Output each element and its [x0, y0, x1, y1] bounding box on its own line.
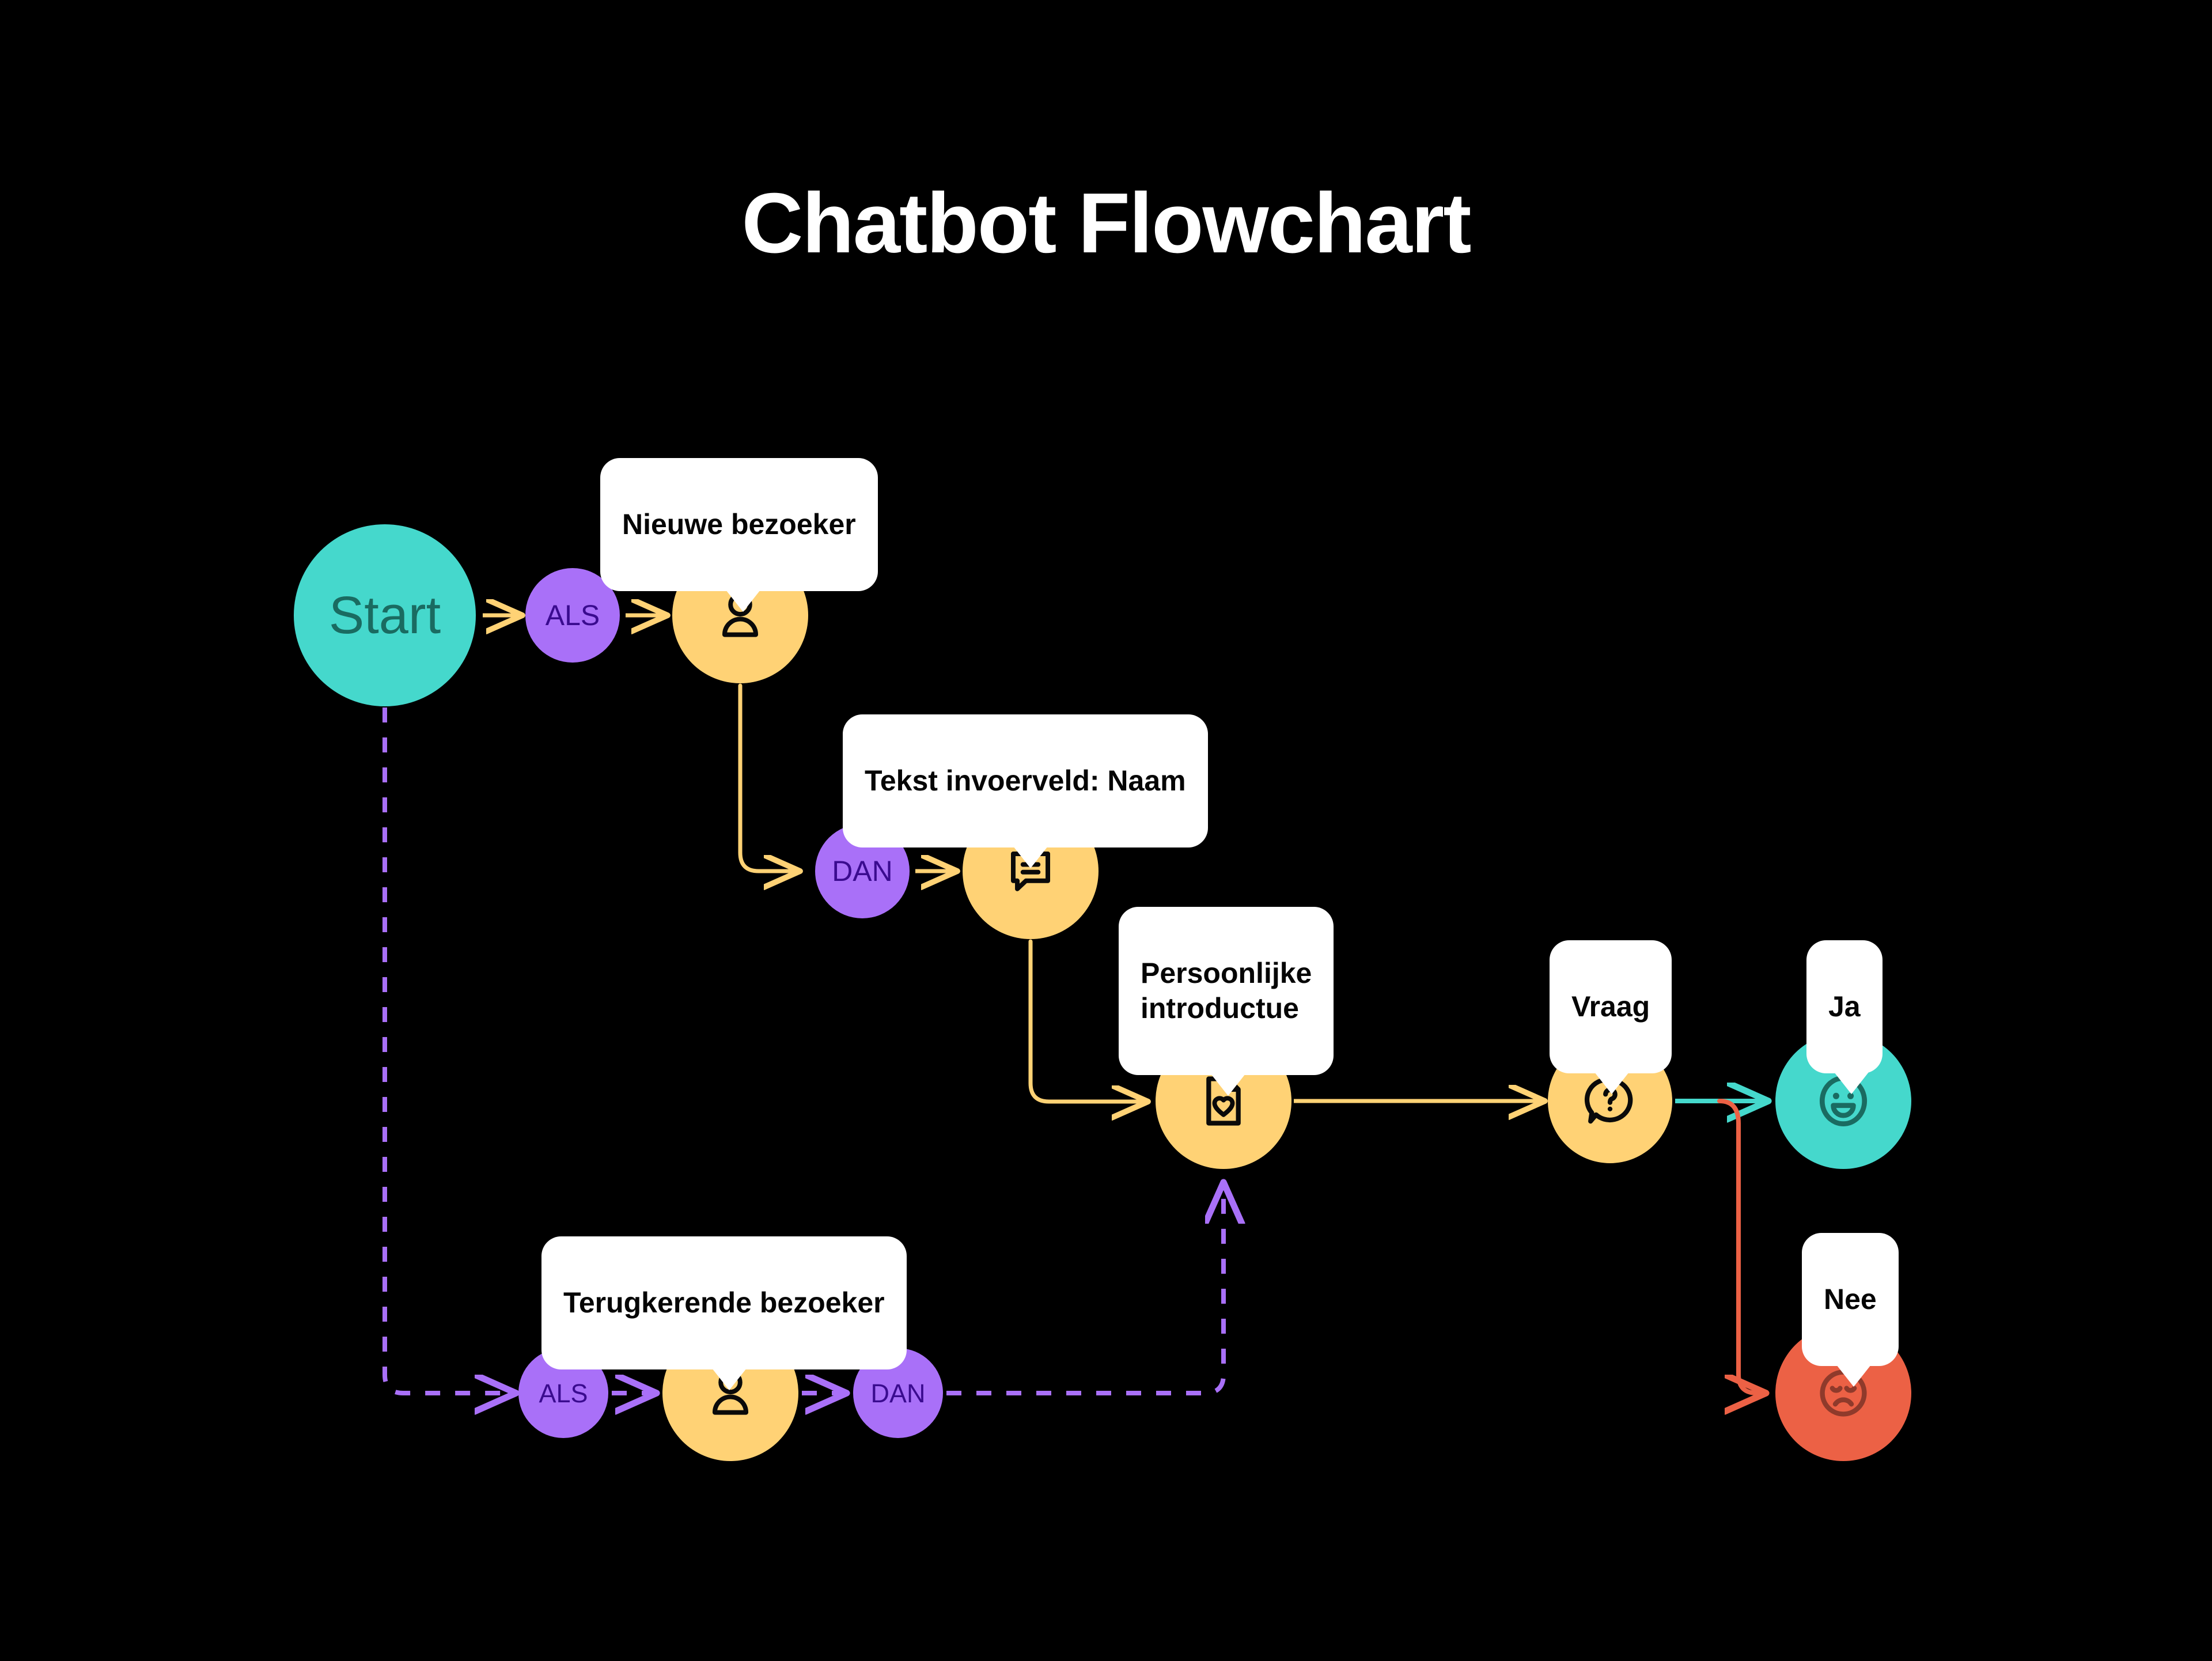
- tooltip-tail-icon: [1836, 1365, 1871, 1387]
- node-als-bottom-label: ALS: [539, 1378, 588, 1408]
- tooltip-tail-icon: [712, 1368, 747, 1390]
- tooltip-returning-label: Terugkerende bezoeker: [563, 1287, 885, 1319]
- edge-text-input-to-intro: [1028, 939, 1144, 1102]
- tooltip-text-input: Tekst invoerveld: Naam: [843, 714, 1208, 868]
- node-dan-bottom-label: DAN: [870, 1378, 926, 1408]
- tooltip-intro: Persoonlijke introductue: [1119, 907, 1334, 1096]
- tooltip-yes-label: Ja: [1828, 990, 1861, 1023]
- node-start[interactable]: Start: [294, 524, 476, 706]
- tooltip-new-visitor: Nieuwe bezoeker: [600, 458, 878, 612]
- tooltip-tail-icon: [1211, 1074, 1245, 1096]
- tooltip-tail-icon: [1013, 846, 1048, 868]
- tooltip-tail-icon: [1834, 1072, 1869, 1094]
- tooltip-question-label: Vraag: [1571, 990, 1650, 1023]
- tooltip-question: Vraag: [1550, 940, 1672, 1094]
- edge-question-to-no: [1717, 1099, 1762, 1393]
- edge-new-visitor-to-dan-top: [738, 683, 796, 871]
- tooltip-tail-icon: [1594, 1072, 1629, 1094]
- tooltip-no-label: Nee: [1824, 1283, 1877, 1315]
- tooltip-returning: Terugkerende bezoeker: [541, 1236, 907, 1390]
- edge-start-to-als-bottom: [382, 707, 512, 1393]
- node-start-label: Start: [328, 586, 441, 645]
- node-dan-top-label: DAN: [832, 855, 893, 887]
- edge-dan-bottom-to-intro: [946, 1187, 1224, 1395]
- page-title: Chatbot Flowchart: [741, 176, 1471, 271]
- tooltip-tail-icon: [726, 590, 760, 612]
- tooltip-no: Nee: [1802, 1233, 1899, 1387]
- tooltip-yes: Ja: [1806, 940, 1883, 1094]
- node-als-top-label: ALS: [545, 599, 600, 631]
- tooltip-new-visitor-label: Nieuwe bezoeker: [622, 508, 856, 540]
- tooltip-intro-label: Persoonlijke introductue: [1141, 957, 1312, 1024]
- tooltip-text-input-label: Tekst invoerveld: Naam: [865, 765, 1186, 797]
